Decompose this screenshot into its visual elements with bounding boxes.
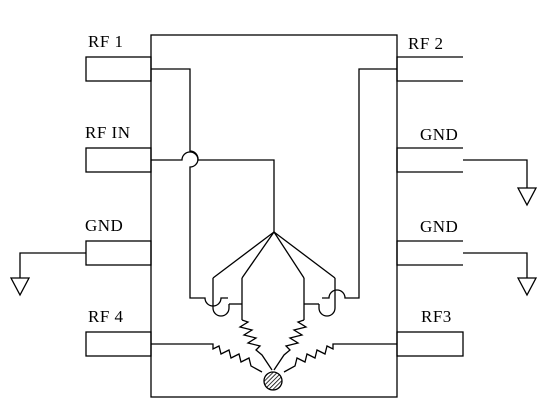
trace-rf2: [322, 68, 397, 299]
chip-package-outline: [150, 34, 398, 398]
ground-symbol-left: [9, 252, 86, 297]
left-branch-lines: [212, 278, 243, 320]
trace-rf4: [151, 343, 263, 373]
trace-rf-in: [151, 151, 275, 232]
label-gnd-right-top: GND: [420, 125, 459, 144]
label-rf1: RF 1: [88, 32, 124, 51]
right-branch-lines: [303, 278, 336, 320]
pin-rf-in: [85, 147, 152, 173]
pin-gnd-left: [85, 240, 152, 266]
label-rf3: RF3: [421, 307, 452, 326]
pin-rf4: [85, 331, 152, 357]
label-rf4: RF 4: [88, 307, 124, 326]
pin-rf3: [396, 331, 464, 357]
termination-node: [263, 371, 283, 391]
splitter-fan: [212, 231, 336, 279]
label-gnd-left: GND: [85, 216, 124, 235]
resistor-right-upper: [273, 319, 308, 371]
trace-rf3: [283, 343, 397, 373]
resistor-left-upper: [238, 319, 273, 371]
pin-gnd-right-bottom: [396, 240, 463, 266]
label-gnd-right-bottom: GND: [420, 217, 459, 236]
label-rf2: RF 2: [408, 34, 444, 53]
ground-symbol-right-top: [463, 159, 538, 207]
label-rf-in: RF IN: [85, 123, 131, 142]
pin-gnd-right-top: [396, 147, 463, 173]
pin-rf2: [396, 56, 463, 82]
trace-rf1: [151, 68, 228, 307]
ground-symbol-right-bottom: [463, 252, 538, 297]
pin-rf1: [85, 56, 152, 82]
